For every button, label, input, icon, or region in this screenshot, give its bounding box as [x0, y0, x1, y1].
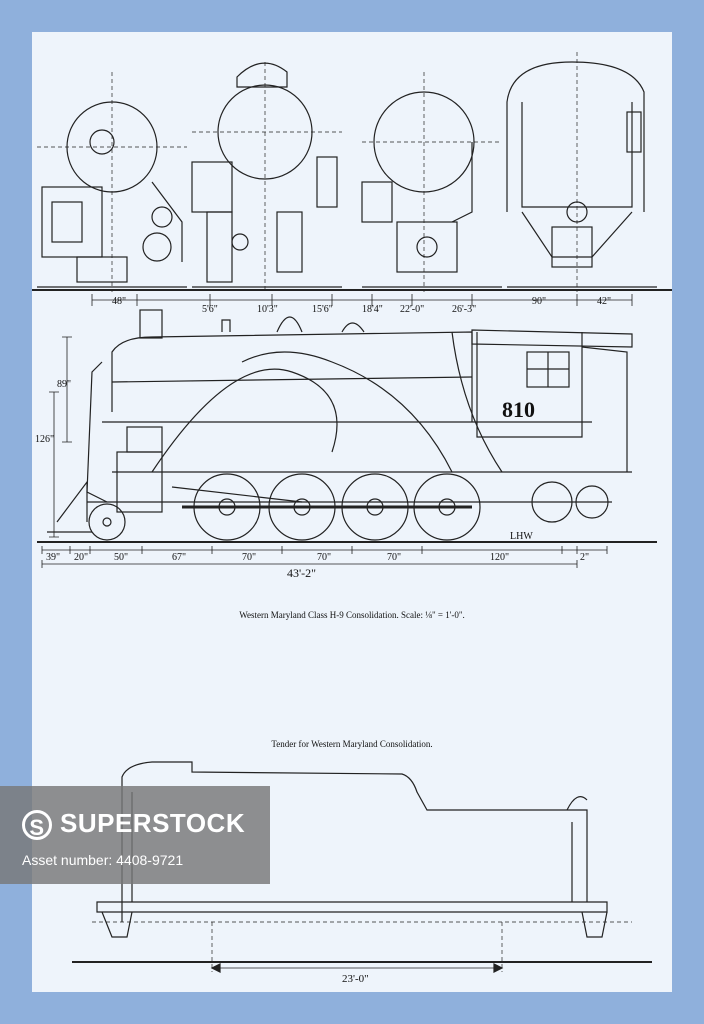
- overall-length: 43'-2": [287, 566, 316, 580]
- asset-number: Asset number: 4408-9721: [22, 852, 184, 868]
- end-view-3: [361, 91, 502, 288]
- dim-bottom-4: 70": [242, 552, 256, 563]
- dim-top-4: 18'4": [362, 304, 383, 315]
- lhw-label: LHW: [510, 531, 533, 542]
- end-view-2: [191, 62, 342, 288]
- dim-top-1: 5'6": [202, 304, 218, 315]
- watermark-brand: SUPERSTOCK: [60, 808, 246, 838]
- caption-tender: Tender for Western Maryland Consolidatio…: [271, 739, 433, 749]
- dim-bottom-7: 120": [490, 552, 509, 563]
- dim-top-5: 22'-0": [400, 304, 424, 315]
- dim-top-6: 26'-3": [452, 304, 476, 315]
- dim-top-7: 90": [532, 296, 546, 307]
- dim-bottom-2: 50": [114, 552, 128, 563]
- dim-top-2: 10'3": [257, 304, 278, 315]
- dim-side-0: 89": [57, 379, 71, 390]
- tender-length: 23'-0": [342, 973, 369, 985]
- watermark-banner: S SUPERSTOCK Asset number: 4408-9721: [0, 786, 270, 884]
- dim-top-0: 48": [112, 296, 126, 307]
- dim-bottom-3: 67": [172, 552, 186, 563]
- locomotive-drawing: 48" 5'6" 10'3" 15'6" 18'4" 22'-0" 26'-3"…: [32, 52, 672, 985]
- dim-top-3: 15'6": [312, 304, 333, 315]
- dim-side-1: 126": [35, 434, 54, 445]
- dim-bottom-5: 70": [317, 552, 331, 563]
- watermark-logo: S SUPERSTOCK: [22, 808, 246, 841]
- dim-bottom-1: 20": [74, 552, 88, 563]
- dim-bottom-0: 39": [46, 552, 60, 563]
- locomotive-side-elevation: [37, 309, 657, 543]
- dim-top-8: 42": [597, 296, 611, 307]
- end-view-4: [506, 61, 657, 288]
- dim-bottom-6: 70": [387, 552, 401, 563]
- caption-main: Western Maryland Class H-9 Consolidation…: [239, 610, 465, 620]
- superstock-logo-icon: S: [22, 810, 52, 841]
- dim-bottom-8: 2": [580, 552, 589, 563]
- cab-number: 810: [502, 397, 535, 422]
